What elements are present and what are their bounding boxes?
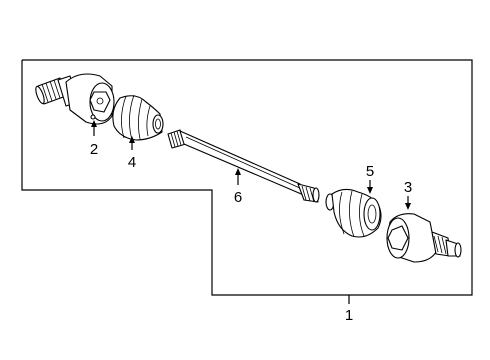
leader-lines [91, 120, 411, 304]
outer-cv-joint[interactable] [386, 213, 462, 263]
callout-2: 2 [90, 141, 98, 158]
axle-shaft[interactable] [167, 129, 320, 203]
outer-boot[interactable] [325, 188, 382, 238]
inner-cv-joint[interactable] [34, 73, 115, 125]
callout-6: 6 [234, 189, 242, 206]
callout-4: 4 [128, 154, 136, 171]
inner-boot[interactable] [112, 94, 164, 141]
callout-1: 1 [345, 307, 353, 324]
callout-3: 3 [404, 179, 412, 196]
assembly-boundary [21, 59, 473, 296]
callout-5: 5 [366, 163, 374, 180]
